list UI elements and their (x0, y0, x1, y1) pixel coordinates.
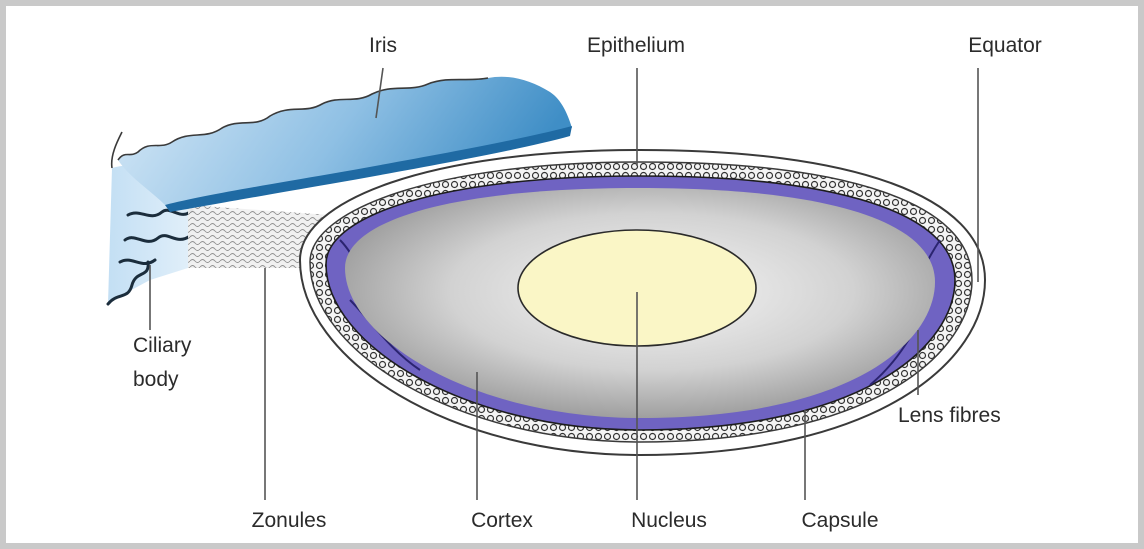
label-epithelium: Epithelium (587, 34, 685, 57)
label-nucleus: Nucleus (631, 509, 707, 532)
label-ciliary-body-line2: body (133, 368, 179, 391)
label-zonules: Zonules (252, 509, 327, 532)
label-iris: Iris (369, 34, 397, 57)
label-cortex: Cortex (471, 509, 533, 532)
label-ciliary-body-line1: Ciliary (133, 334, 191, 357)
label-capsule: Capsule (801, 509, 878, 532)
label-lens-fibres: Lens fibres (898, 404, 1001, 427)
label-equator: Equator (968, 34, 1042, 57)
